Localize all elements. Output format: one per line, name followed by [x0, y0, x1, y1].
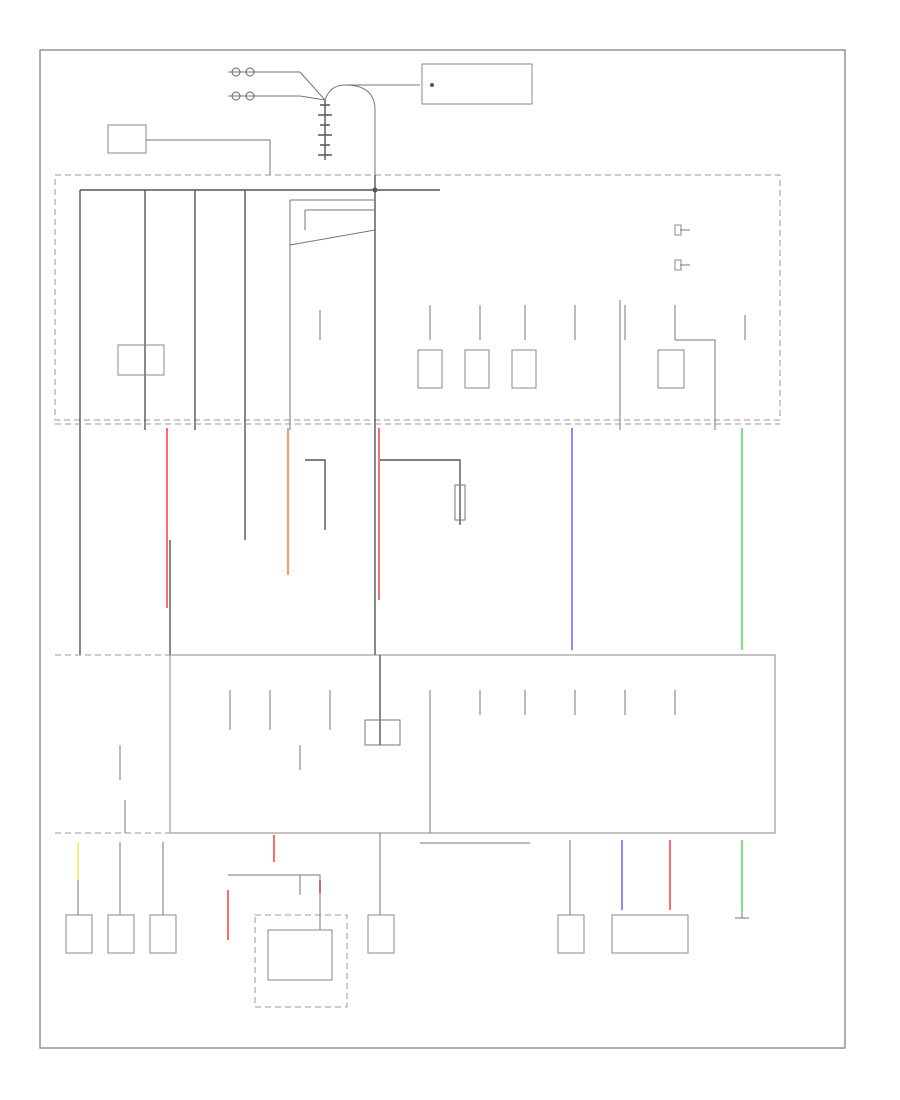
top-source-area [107, 63, 533, 175]
outer-frame [39, 49, 846, 1049]
colored-wires [77, 428, 743, 940]
bottom-components [65, 833, 749, 1008]
under-hood-fuse-box [54, 174, 781, 430]
under-dash-fuse-box [55, 654, 776, 834]
middle-section [55, 423, 780, 655]
